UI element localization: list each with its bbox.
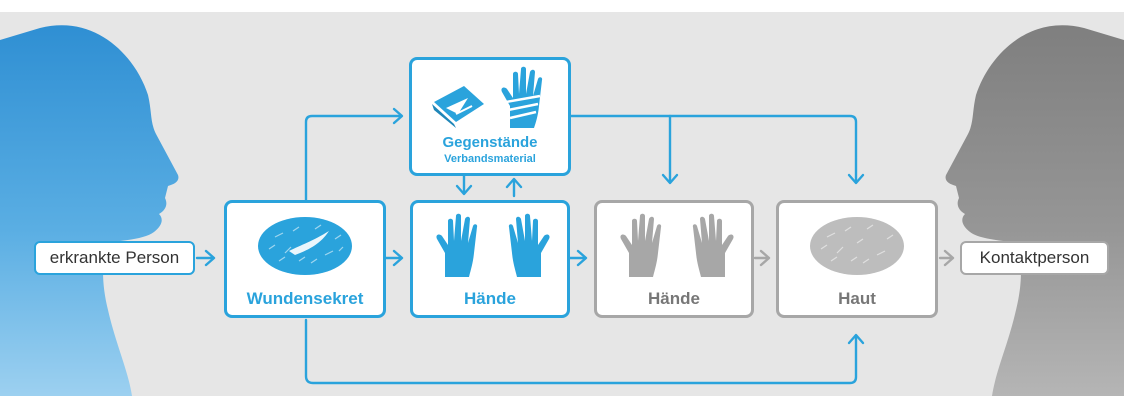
node-wound-secretion: Wundensekret	[224, 200, 386, 318]
node-skin: Haut	[776, 200, 938, 318]
node-skin-label: Haut	[838, 289, 876, 308]
node-hands-contact-label: Hände	[648, 289, 700, 308]
node-hands-infected-label: Hände	[464, 289, 516, 308]
node-objects-title: Gegenstände	[442, 134, 538, 151]
contact-person-label: Kontaktperson	[960, 241, 1109, 275]
skin-icon	[810, 217, 904, 275]
node-wound-secretion-label: Wundensekret	[246, 289, 364, 308]
node-objects: Gegenstände Verbandsmaterial	[409, 57, 571, 176]
contact-person-silhouette-icon	[945, 25, 1124, 396]
hands-icon	[436, 213, 550, 277]
hands-icon	[620, 213, 734, 277]
node-hands-contact: Hände	[594, 200, 754, 318]
infected-person-silhouette-icon	[0, 25, 179, 396]
source-person-label: erkrankte Person	[34, 241, 195, 275]
wound-secretion-icon	[258, 217, 352, 275]
node-objects-subtitle: Verbandsmaterial	[444, 153, 536, 165]
gloved-hand-icon	[501, 66, 543, 128]
node-hands-infected: Hände	[410, 200, 570, 318]
bandage-icon	[432, 86, 484, 128]
